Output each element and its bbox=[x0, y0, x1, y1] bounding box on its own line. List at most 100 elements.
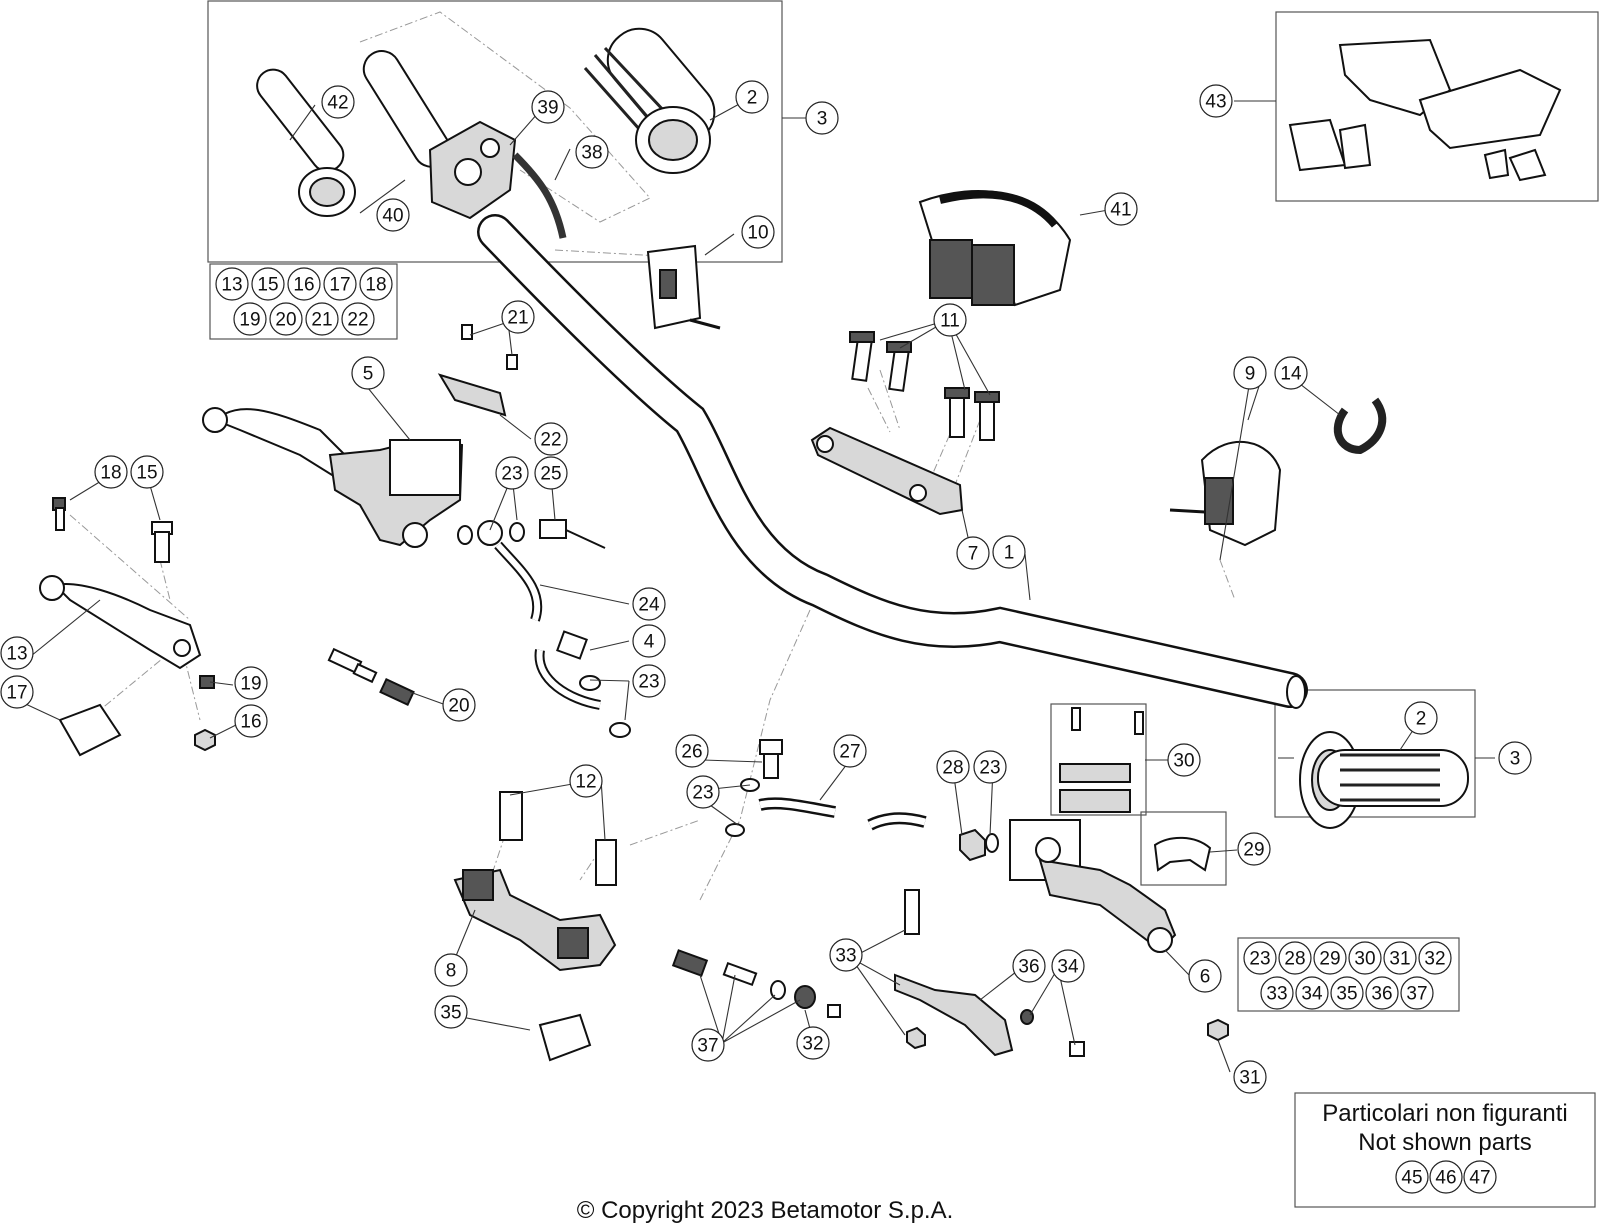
guard-17 bbox=[58, 703, 122, 757]
clamp-29 bbox=[1153, 836, 1212, 872]
callout-1: 1 bbox=[992, 535, 1026, 569]
nut-16 bbox=[194, 728, 216, 752]
pin-15 bbox=[151, 521, 173, 563]
kit-item-13: 13 bbox=[215, 267, 249, 301]
construction-line bbox=[629, 819, 701, 846]
banjo-bolt-26 bbox=[759, 739, 783, 779]
callout-36: 36 bbox=[1012, 949, 1046, 983]
callout-label: 25 bbox=[540, 464, 561, 485]
bolts-11 bbox=[849, 331, 1000, 441]
leaders bbox=[289, 96, 1115, 396]
callout-label: 43 bbox=[1205, 92, 1226, 113]
callout-label: 28 bbox=[942, 758, 963, 779]
callout-23: 23 bbox=[632, 664, 666, 698]
copyright-text: © Copyright 2023 Betamotor S.p.A. bbox=[577, 1197, 954, 1224]
callout-9: 9 bbox=[1233, 356, 1267, 390]
callout-23: 23 bbox=[973, 750, 1007, 784]
not-shown-part-label: 47 bbox=[1469, 1168, 1490, 1189]
clamp-box bbox=[1140, 811, 1227, 886]
callout-label: 22 bbox=[540, 430, 561, 451]
callout-40: 40 bbox=[376, 198, 410, 232]
callout-label: 30 bbox=[1173, 751, 1194, 772]
callout-17: 17 bbox=[0, 675, 34, 709]
right-grip-2 bbox=[1299, 731, 1469, 829]
kit-item-label: 33 bbox=[1266, 984, 1287, 1005]
callout-label: 13 bbox=[6, 644, 27, 665]
callout-23: 23 bbox=[495, 456, 529, 490]
kit-item-36: 36 bbox=[1365, 976, 1399, 1010]
kit-item-label: 35 bbox=[1336, 984, 1357, 1005]
bolts-12 bbox=[499, 791, 617, 886]
construction-line bbox=[554, 249, 661, 257]
kit-item-29: 29 bbox=[1313, 941, 1347, 975]
callout-label: 23 bbox=[979, 758, 1000, 779]
callout-label: 35 bbox=[440, 1003, 461, 1024]
kit-item-label: 21 bbox=[311, 310, 332, 331]
callout-label: 27 bbox=[839, 742, 860, 763]
right-grip-2-top bbox=[583, 27, 716, 174]
callout-22: 22 bbox=[534, 422, 568, 456]
adjuster-20 bbox=[327, 647, 415, 707]
callout-13: 13 bbox=[0, 636, 34, 670]
washer-23c bbox=[985, 833, 999, 853]
callout-3: 3 bbox=[1498, 741, 1532, 775]
cover-41 bbox=[918, 190, 1072, 307]
callout-label: 32 bbox=[802, 1034, 823, 1055]
kit-item-label: 22 bbox=[347, 310, 368, 331]
not-shown-box bbox=[1294, 1092, 1596, 1208]
callout-label: 23 bbox=[638, 672, 659, 693]
bolt-18 bbox=[52, 497, 66, 531]
lever-13 bbox=[39, 575, 202, 670]
kit-item-37: 37 bbox=[1400, 976, 1434, 1010]
callout-label: 5 bbox=[363, 364, 374, 385]
kit-item-22: 22 bbox=[341, 302, 375, 336]
callout-label: 36 bbox=[1018, 957, 1039, 978]
callout-label: 4 bbox=[644, 632, 655, 653]
callout-3: 3 bbox=[805, 101, 839, 135]
kit-item-21: 21 bbox=[305, 302, 339, 336]
callout-4: 4 bbox=[632, 624, 666, 658]
callout-10: 10 bbox=[741, 215, 775, 249]
callout-label: 37 bbox=[697, 1036, 718, 1057]
switch-10 bbox=[646, 244, 721, 330]
callout-8: 8 bbox=[434, 953, 468, 987]
kit-item-20: 20 bbox=[269, 302, 303, 336]
kit-item-label: 20 bbox=[275, 310, 296, 331]
kit-item-label: 29 bbox=[1319, 949, 1340, 970]
kit-item-label: 16 bbox=[293, 275, 314, 296]
callout-label: 3 bbox=[1510, 749, 1521, 770]
callout-label: 23 bbox=[501, 464, 522, 485]
kit-item-label: 32 bbox=[1424, 949, 1445, 970]
fitting-28 bbox=[959, 828, 986, 862]
callout-30: 30 bbox=[1167, 743, 1201, 777]
callout-label: 3 bbox=[817, 109, 828, 130]
callout-39: 39 bbox=[531, 90, 565, 124]
kit-item-label: 18 bbox=[365, 275, 386, 296]
screw-32 bbox=[827, 1004, 841, 1018]
pads-30 bbox=[1059, 707, 1144, 813]
callout-2: 2 bbox=[735, 80, 769, 114]
nut-33 bbox=[906, 1026, 926, 1050]
callout-14: 14 bbox=[1274, 356, 1308, 390]
kit-item-label: 31 bbox=[1389, 949, 1410, 970]
callout-2: 2 bbox=[1404, 701, 1438, 735]
callout-16: 16 bbox=[234, 704, 268, 738]
callout-label: 2 bbox=[1416, 709, 1427, 730]
note-line-1: Particolari non figuranti bbox=[1322, 1100, 1567, 1127]
handlebar-end bbox=[1286, 675, 1306, 709]
bolt-34 bbox=[1069, 1041, 1085, 1057]
kit-item-17: 17 bbox=[323, 267, 357, 301]
kit-item-label: 15 bbox=[257, 275, 278, 296]
callout-35: 35 bbox=[434, 995, 468, 1029]
callout-label: 21 bbox=[507, 308, 528, 329]
callout-label: 38 bbox=[581, 143, 602, 164]
kit-box-left bbox=[209, 263, 398, 340]
cap-22 bbox=[437, 324, 518, 417]
callout-label: 34 bbox=[1057, 957, 1079, 978]
kit-item-label: 28 bbox=[1284, 949, 1305, 970]
kit-item-35: 35 bbox=[1330, 976, 1364, 1010]
kit-item-18: 18 bbox=[359, 267, 393, 301]
kit-item-32: 32 bbox=[1418, 941, 1452, 975]
callout-42: 42 bbox=[321, 85, 355, 119]
